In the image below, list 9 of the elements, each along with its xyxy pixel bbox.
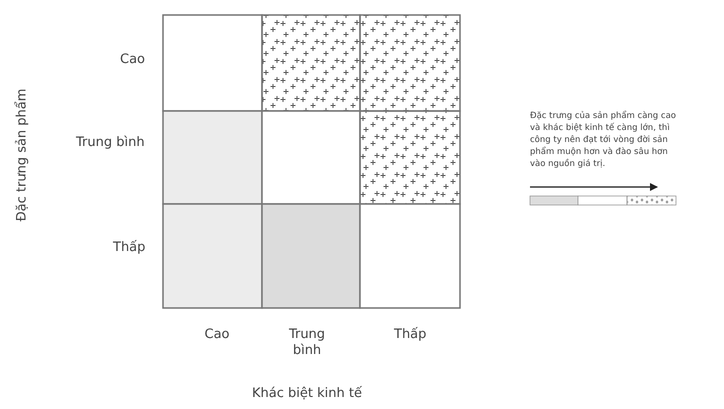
axis-title: Đặc trưng sản phẩm xyxy=(14,88,30,222)
note-text: Đặc trưng của sản phẩm càng cao và khác biệt kinh tế càng lớn, thì công ty nên đạt tới vòng đời sản phẩm muộn hơn và đào sâu hơn vào nguồn giá trị. xyxy=(530,110,677,170)
column-label: Trung bình xyxy=(288,327,326,359)
row-label: Thấp xyxy=(113,240,146,256)
column-label: Cao xyxy=(204,327,230,343)
axis-title: Khác biệt kinh tế xyxy=(252,386,362,402)
row-label: Cao xyxy=(120,52,145,68)
column-label: Thấp xyxy=(394,327,426,343)
row-label: Trung bình xyxy=(76,135,145,151)
